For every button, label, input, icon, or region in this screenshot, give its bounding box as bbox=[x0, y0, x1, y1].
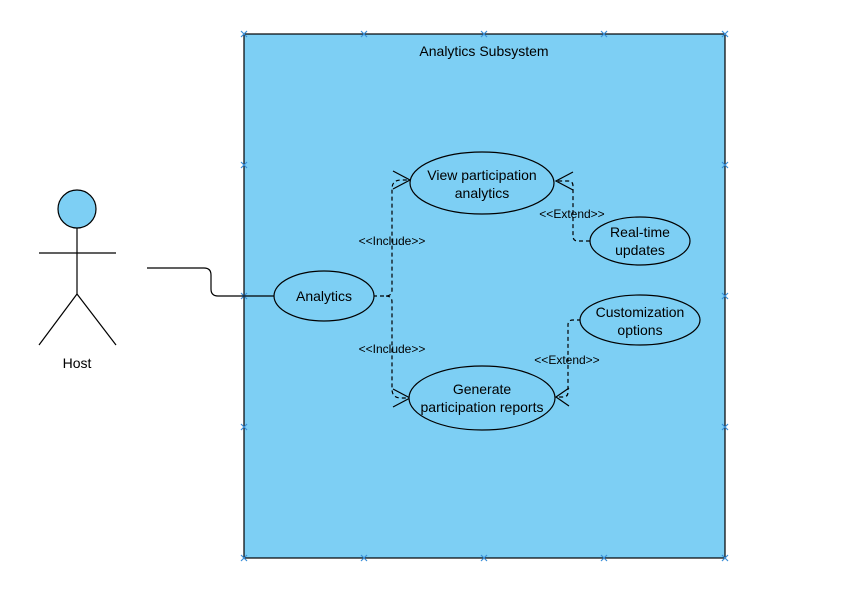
actor-right-leg bbox=[76, 293, 117, 346]
handle-right-2 bbox=[721, 292, 729, 300]
extend-label-bottom: <<Extend>> bbox=[534, 353, 599, 367]
extend-line-realtime bbox=[556, 180, 590, 242]
subsystem-title: Analytics Subsystem bbox=[419, 43, 548, 59]
extend-arrow-realtime bbox=[554, 171, 574, 191]
association-host-analytics[interactable] bbox=[147, 267, 274, 297]
extend-arrow-custom bbox=[554, 387, 570, 407]
extend-label-top: <<Extend>> bbox=[539, 207, 604, 221]
usecase-view-label-line2: analytics bbox=[455, 185, 509, 201]
handle-bottom-1 bbox=[360, 554, 368, 562]
usecase-realtime-label-line1: Real-time bbox=[610, 224, 670, 240]
usecase-analytics[interactable]: Analytics bbox=[273, 270, 375, 322]
usecase-realtime-label-line2: updates bbox=[615, 242, 665, 258]
handle-top-1 bbox=[360, 30, 368, 38]
include-label-bottom: <<Include>> bbox=[359, 342, 426, 356]
usecase-customization-options[interactable]: Customization options bbox=[579, 294, 701, 346]
handle-top-left bbox=[240, 30, 248, 38]
usecase-generate-label-line1: Generate bbox=[453, 381, 512, 397]
extend-line-custom bbox=[556, 319, 581, 398]
handle-bottom-left bbox=[240, 554, 248, 562]
include-label-top: <<Include>> bbox=[359, 234, 426, 248]
actor-head bbox=[57, 189, 97, 229]
usecase-view-label-line1: View participation bbox=[427, 167, 536, 183]
usecase-view-participation-analytics[interactable]: View participation analytics bbox=[409, 151, 555, 215]
handle-right-3 bbox=[721, 423, 729, 431]
actor-host[interactable] bbox=[38, 189, 117, 346]
include-line-generate bbox=[385, 295, 410, 399]
handle-top-2 bbox=[480, 30, 488, 38]
actor-left-leg bbox=[38, 293, 78, 346]
handle-left-1 bbox=[240, 161, 248, 169]
include-line-view bbox=[373, 179, 410, 297]
handle-left-3 bbox=[240, 423, 248, 431]
selection-handles bbox=[240, 30, 729, 562]
usecase-analytics-label: Analytics bbox=[296, 288, 352, 304]
handle-bottom-2 bbox=[480, 554, 488, 562]
extend-relations bbox=[554, 171, 590, 407]
actor-label: Host bbox=[63, 355, 92, 371]
usecase-custom-label-line1: Customization bbox=[596, 304, 685, 320]
handle-top-3 bbox=[600, 30, 608, 38]
handle-bottom-3 bbox=[600, 554, 608, 562]
handle-right-1 bbox=[721, 161, 729, 169]
handle-bottom-right bbox=[721, 554, 729, 562]
usecase-generate-participation-reports[interactable]: Generate participation reports bbox=[408, 365, 556, 431]
handle-top-right bbox=[721, 30, 729, 38]
usecase-real-time-updates[interactable]: Real-time updates bbox=[589, 216, 691, 266]
usecase-custom-label-line2: options bbox=[617, 322, 662, 338]
usecase-generate-label-line2: participation reports bbox=[421, 399, 544, 415]
